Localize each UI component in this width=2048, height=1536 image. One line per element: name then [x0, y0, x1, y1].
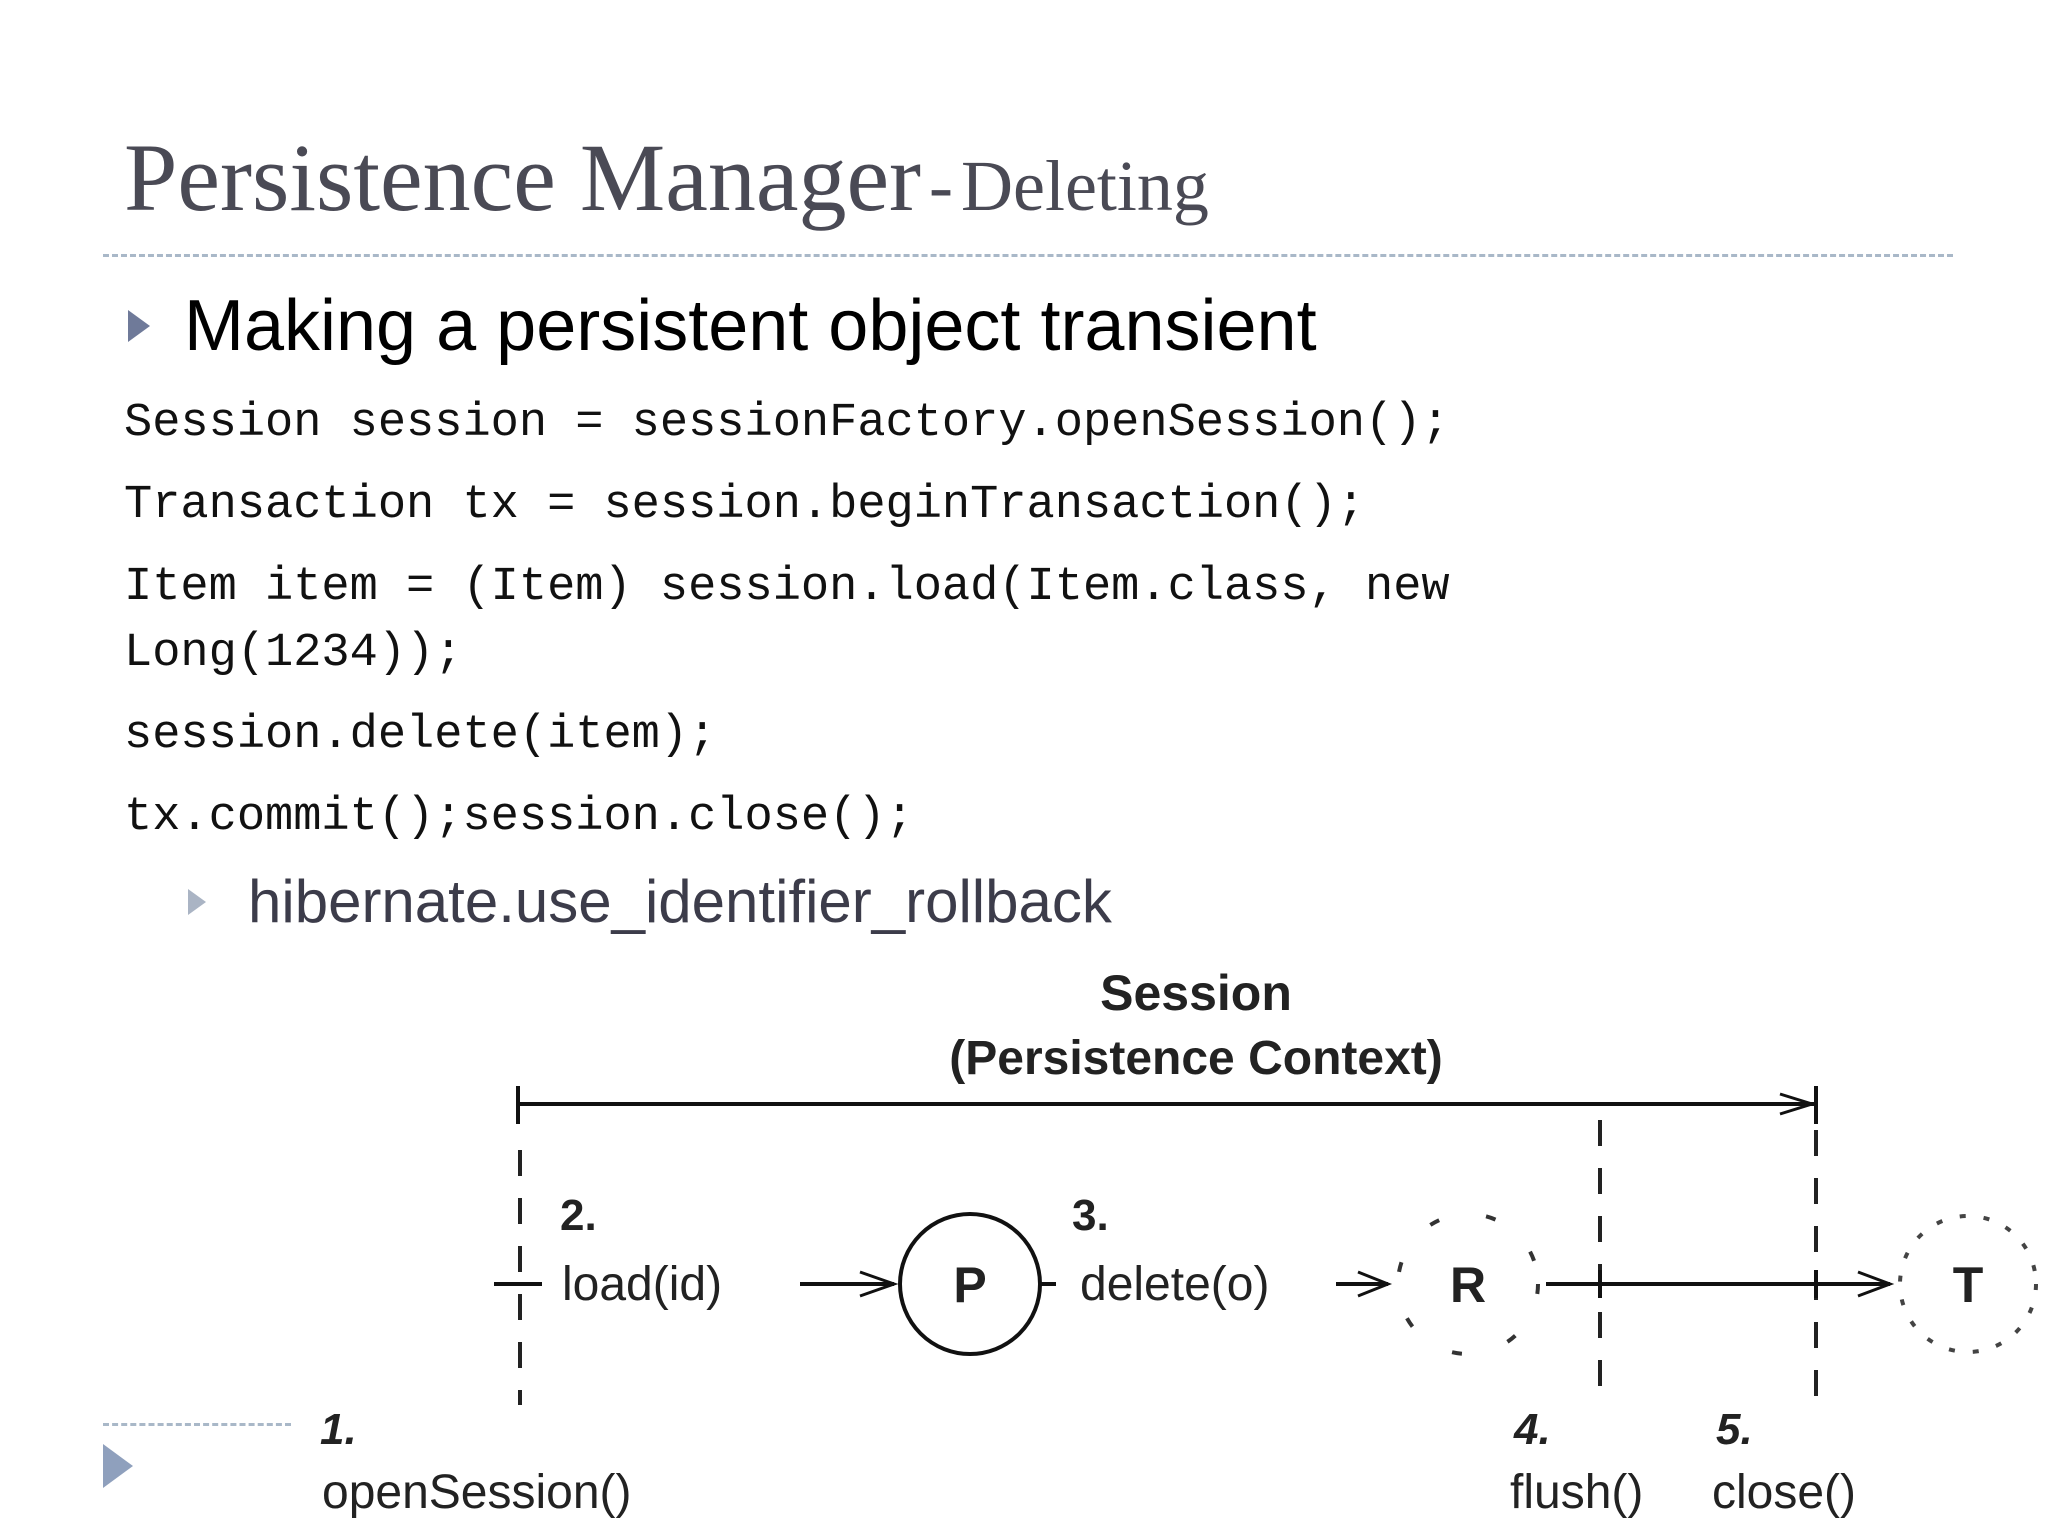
slide-title: Persistence Manager - Deleting	[124, 130, 1209, 226]
step-2-label: load(id)	[562, 1258, 722, 1311]
step-4-label: flush()	[1510, 1466, 1643, 1519]
code-line: Item item = (Item) session.load(Item.cla…	[124, 561, 1450, 614]
bullet-text: hibernate.use_identifier_rollback	[248, 868, 1112, 935]
step-1-label: openSession()	[322, 1466, 632, 1519]
delete-arrowhead	[1357, 1270, 1393, 1298]
diagram-session-subtitle: (Persistence Context)	[949, 1032, 1442, 1085]
state-r-label: R	[1450, 1257, 1486, 1313]
session-span-arrowhead	[1779, 1092, 1818, 1116]
removed-state-circle	[1396, 1212, 1540, 1356]
bullet-level-1: Making a persistent object transient	[128, 290, 1317, 362]
title-main: Persistence Manager	[124, 124, 922, 231]
triangle-right-icon	[103, 1444, 133, 1488]
step-3-number: 3.	[1072, 1191, 1109, 1240]
title-separator: -	[929, 146, 953, 226]
session-lifecycle-diagram: Session (Persistence Context) 2. load(id…	[320, 965, 2038, 1519]
code-line: Long(1234));	[124, 627, 463, 680]
step-4-number: 4.	[1513, 1405, 1551, 1454]
code-line: Transaction tx = session.beginTransactio…	[124, 479, 1366, 532]
transient-state-circle	[1898, 1214, 2038, 1354]
code-line: session.delete(item);	[124, 709, 717, 762]
state-t-label: T	[1953, 1257, 1984, 1313]
diagram-session-title: Session	[1100, 965, 1292, 1021]
title-divider	[103, 254, 1953, 257]
step-1-number: 1.	[320, 1405, 357, 1454]
state-p-label: P	[953, 1257, 986, 1313]
step-5-number: 5.	[1716, 1405, 1753, 1454]
footer-divider	[103, 1423, 291, 1426]
triangle-right-icon	[128, 310, 150, 342]
step-3-label: delete(o)	[1080, 1258, 1269, 1311]
load-arrowhead	[859, 1270, 899, 1298]
code-line: Session session = sessionFactory.openSes…	[124, 397, 1450, 450]
title-subtitle: Deleting	[961, 146, 1209, 226]
close-arrowhead	[1857, 1270, 1895, 1298]
bullet-level-2: hibernate.use_identifier_rollback	[188, 872, 1112, 932]
code-line: tx.commit();session.close();	[124, 791, 914, 844]
step-5-label: close()	[1712, 1466, 1856, 1519]
bullet-text: Making a persistent object transient	[184, 286, 1317, 366]
triangle-right-icon	[188, 889, 206, 915]
step-2-number: 2.	[560, 1191, 597, 1240]
